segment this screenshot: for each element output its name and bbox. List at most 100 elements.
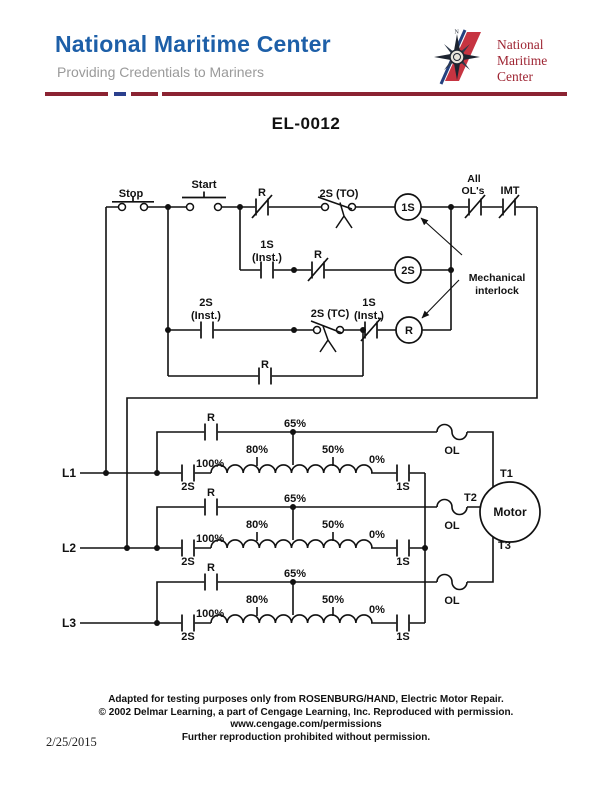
label-ol-l1: OL — [444, 445, 460, 457]
winding-l1 — [210, 464, 373, 474]
label-stop: Stop — [119, 188, 144, 200]
label-r-top: R — [258, 187, 266, 199]
label-50-l2: 50% — [322, 519, 344, 531]
label-1s-l1: 1S — [396, 481, 409, 493]
compass-diagonal-arms — [444, 44, 470, 70]
label-65-l3: 65% — [284, 568, 306, 580]
footer-line-4: Further reproduction prohibited without … — [181, 731, 431, 743]
label-0-l3: 0% — [369, 604, 385, 616]
motor-circle — [479, 481, 541, 543]
label-2s-inst-2: (Inst.) — [191, 310, 221, 322]
label-ols: OL's — [462, 185, 485, 197]
2s-run-contact-l3 — [180, 612, 196, 634]
label-65-l1: 65% — [284, 418, 306, 430]
coil-2s — [394, 256, 422, 284]
label-imt: IMT — [501, 185, 520, 197]
footer-line-2: © 2002 Delmar Learning, a part of Cengag… — [98, 706, 514, 718]
label-100-l3: 100% — [196, 608, 224, 620]
label-2s-inst-1: 2S — [199, 297, 212, 309]
org-tagline: Providing Credentials to Mariners — [57, 64, 264, 80]
label-0-l1: 0% — [369, 454, 385, 466]
copyright-footer: Adapted for testing purposes only from R… — [0, 694, 612, 744]
rule-segment — [162, 92, 567, 96]
2s-to-timed-contact — [317, 196, 357, 229]
rule-segment — [131, 92, 158, 96]
label-start: Start — [191, 179, 216, 191]
ol-heater-t3 — [436, 573, 468, 591]
1s-star-contact-l3 — [395, 612, 411, 634]
compass-seal — [449, 49, 465, 65]
label-80-l3: 80% — [246, 594, 268, 606]
label-50-l1: 50% — [322, 444, 344, 456]
ol-heater-t1 — [436, 423, 468, 441]
rule-blue-dash — [114, 92, 126, 96]
label-r-bottom: R — [261, 359, 269, 371]
r-bypass-contact-l3 — [203, 571, 219, 593]
1s-star-contact-l2 — [395, 537, 411, 559]
label-80-l1: 80% — [246, 444, 268, 456]
stop-pushbutton — [112, 196, 154, 212]
coil-1s-label: 1S — [401, 202, 414, 214]
power-circuit-wires — [80, 431, 494, 624]
motor-starter-schematic: Stop Start R 2S (TO) 1S All OL's IMT 1S … — [62, 173, 541, 643]
label-100-l2: 100% — [196, 533, 224, 545]
label-100-l1: 100% — [196, 458, 224, 470]
label-65-l2: 65% — [284, 493, 306, 505]
footer-line-1: Adapted for testing purposes only from R… — [108, 694, 504, 705]
label-1s-inst-b1: 1S — [362, 297, 375, 309]
label-t2: T2 — [464, 492, 477, 504]
power-junction-dots — [103, 429, 428, 626]
line-label-l2: L2 — [62, 541, 76, 555]
label-1s-l3: 1S — [396, 631, 409, 643]
label-r-l1: R — [207, 412, 215, 424]
2s-run-contact-l2 — [180, 537, 196, 559]
r-bypass-contact-l1 — [203, 421, 219, 443]
label-2s-to: 2S (TO) — [320, 188, 359, 200]
winding-l2 — [210, 539, 373, 549]
line-label-l1: L1 — [62, 466, 76, 480]
label-2s-l1: 2S — [181, 481, 194, 493]
ol-heater-t2 — [436, 498, 468, 516]
logo-word-1: National — [497, 37, 544, 52]
label-0-l2: 0% — [369, 529, 385, 541]
label-50-l3: 50% — [322, 594, 344, 606]
label-2s-tc: 2S (TC) — [311, 308, 350, 320]
mechanical-interlock-arrows — [420, 217, 463, 319]
autotransformer-windings — [210, 464, 373, 626]
page-date: 2/25/2015 — [46, 735, 97, 749]
compass-logo-graphic: N — [434, 29, 481, 85]
winding-l3 — [210, 614, 373, 624]
label-1s-inst-2: (Inst.) — [252, 252, 282, 264]
2s-run-contact-l1 — [180, 462, 196, 484]
label-ol-l2: OL — [444, 520, 460, 532]
label-1s-inst-b2: (Inst.) — [354, 310, 384, 322]
line-label-l3: L3 — [62, 616, 76, 630]
label-t3: T3 — [498, 540, 511, 552]
start-pushbutton — [182, 191, 226, 212]
org-title: National Maritime Center — [55, 31, 331, 57]
1s-star-contact-l1 — [395, 462, 411, 484]
label-2s-l3: 2S — [181, 631, 194, 643]
document-code: EL-0012 — [271, 114, 341, 133]
coil-2s-label: 2S — [401, 265, 414, 277]
r-bypass-contact-l2 — [203, 496, 219, 518]
label-r-mid: R — [314, 249, 322, 261]
label-t1: T1 — [500, 468, 513, 480]
rule-segment — [45, 92, 108, 96]
label-ol-l3: OL — [444, 595, 460, 607]
label-80-l2: 80% — [246, 519, 268, 531]
label-all: All — [467, 173, 481, 185]
logo-word-2: Maritime — [497, 53, 548, 68]
2s-inst-contact — [199, 319, 215, 341]
compass-n-letter: N — [455, 30, 460, 36]
control-junction-dots — [165, 204, 454, 333]
coil-1s — [394, 193, 422, 221]
2s-tc-timed-contact — [310, 320, 345, 353]
label-2s-l2: 2S — [181, 556, 194, 568]
label-1s-inst-1: 1S — [260, 239, 273, 251]
footer-line-3: www.cengage.com/permissions — [230, 719, 382, 731]
label-r-l2: R — [207, 487, 215, 499]
header-rule — [45, 92, 567, 96]
label-mechanical: Mechanical — [469, 272, 526, 284]
logo-wordmark: National Maritime Center — [497, 37, 547, 85]
